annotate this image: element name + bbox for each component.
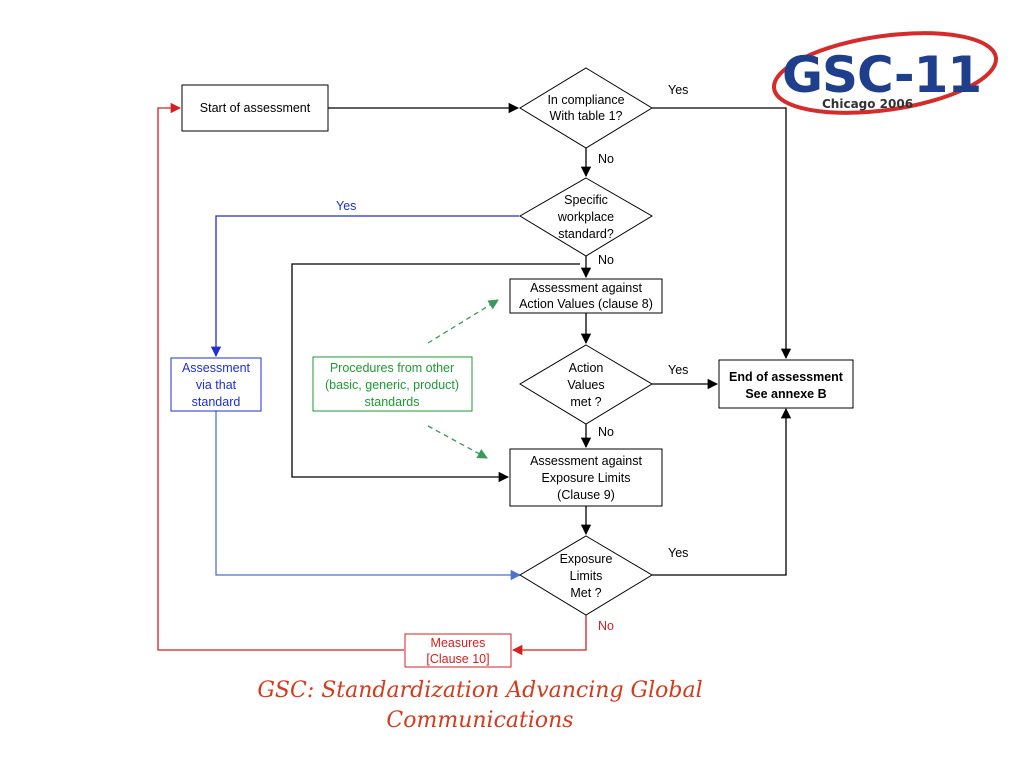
node-specific-line3: standard?	[558, 227, 614, 241]
node-specific-line2: workplace	[557, 210, 614, 224]
node-specific-line1: Specific	[564, 193, 608, 207]
node-procedures-line1: Procedures from other	[330, 361, 454, 375]
logo-swoosh	[771, 31, 999, 115]
node-action-met-line1: Action	[569, 361, 604, 375]
arrow-via-standard-to-exposuremet	[215, 411, 522, 581]
node-exposure-met-decision: Exposure Limits Met ?	[519, 535, 653, 616]
node-assess-exposure: Assessment against Exposure Limits (Clau…	[509, 448, 663, 507]
node-action-met-line2: Values	[567, 378, 604, 392]
node-assess-action: Assessment against Action Values (clause…	[509, 278, 663, 314]
label-no-compliance: No	[598, 152, 614, 166]
arrow-procedures-to-action	[427, 299, 499, 344]
label-yes-action: Yes	[668, 363, 688, 377]
node-exposure-met-line3: Met ?	[570, 586, 601, 600]
node-procedures-line3: standards	[365, 395, 420, 409]
footer-line2: Communications	[386, 708, 574, 733]
footer-slogan: GSC: Standardization Advancing Global Co…	[180, 676, 780, 736]
logo-subtitle: Chicago 2006	[822, 97, 913, 111]
arrow-procedures-to-exposure	[427, 425, 488, 459]
node-compliance-decision: In compliance With table 1?	[519, 67, 653, 149]
node-action-met-decision: Action Values met ?	[519, 344, 653, 425]
node-assess-action-line2: Action Values (clause 8)	[519, 297, 653, 311]
node-procedures-line2: (basic, generic, product)	[325, 378, 459, 392]
node-end-line1: End of assessment	[729, 370, 844, 384]
node-end: End of assessment See annexe B	[718, 359, 854, 409]
node-via-standard: Assessment via that standard	[170, 357, 262, 412]
label-no-action: No	[598, 425, 614, 439]
node-action-met-line3: met ?	[570, 395, 601, 409]
node-exposure-met-line1: Exposure	[560, 552, 613, 566]
node-procedures: Procedures from other (basic, generic, p…	[312, 356, 473, 412]
node-via-standard-line2: via that	[196, 378, 237, 392]
node-compliance-line1: In compliance	[547, 93, 624, 107]
node-specific-decision: Specific workplace standard?	[519, 177, 653, 257]
label-no-exposure: No	[598, 619, 614, 633]
arrow-loop-to-exposure	[291, 263, 580, 483]
node-end-line2: See annexe B	[745, 387, 826, 401]
node-assess-exposure-line3: (Clause 9)	[557, 488, 615, 502]
arrow-compliance-yes-to-end	[652, 107, 792, 360]
node-assess-action-line1: Assessment against	[530, 281, 642, 295]
footer-line1: GSC: Standardization Advancing Global	[257, 678, 703, 703]
node-start-label: Start of assessment	[200, 101, 311, 115]
node-measures-line1: Measures	[431, 636, 486, 650]
arrow-measures-to-start	[157, 102, 404, 651]
connectors-black	[291, 102, 792, 576]
arrow-exposuremet-no-to-measures	[511, 615, 587, 656]
arrow-specific-yes-to-via-standard	[210, 215, 519, 358]
node-compliance-line2: With table 1?	[550, 109, 623, 123]
node-assess-exposure-line1: Assessment against	[530, 454, 642, 468]
logo-text: GSC-11	[782, 46, 981, 104]
node-assess-exposure-line2: Exposure Limits	[542, 471, 631, 485]
arrow-exposuremet-yes-to-end	[652, 407, 792, 576]
label-yes-specific: Yes	[336, 199, 356, 213]
node-via-standard-line3: standard	[192, 395, 241, 409]
label-yes-exposure: Yes	[668, 546, 688, 560]
node-measures-line2: [Clause 10]	[426, 652, 489, 666]
node-start: Start of assessment	[181, 84, 329, 132]
label-no-specific: No	[598, 253, 614, 267]
label-yes-compliance: Yes	[668, 83, 688, 97]
node-via-standard-line1: Assessment	[182, 361, 251, 375]
node-measures: Measures [Clause 10]	[404, 633, 512, 668]
gsc-logo: GSC-11 Chicago 2006	[771, 31, 999, 115]
node-exposure-met-line2: Limits	[570, 569, 603, 583]
